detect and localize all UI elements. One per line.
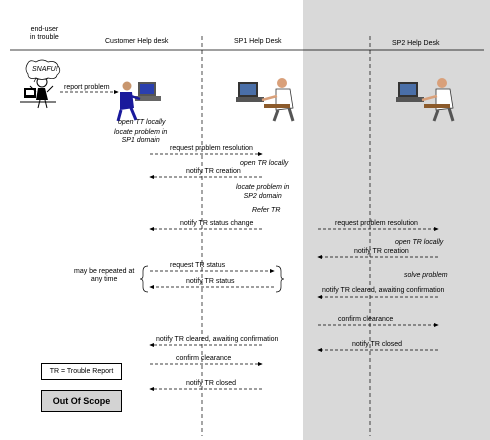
msg-m5: notify TR creation (354, 248, 409, 255)
msg-m10: notify TR closed (352, 341, 403, 348)
msg-m2: notify TR creation (186, 168, 241, 175)
msg-m4: request problem resolution (335, 220, 418, 227)
right-brace (275, 265, 285, 293)
msg-m9: confirm clearance (338, 316, 394, 323)
out-of-scope-region (303, 0, 490, 440)
msg-m12: confirm clearance (176, 355, 232, 362)
msg-m1: request problem resolution (170, 145, 253, 152)
legend-tr: TR = Trouble Report (41, 363, 122, 380)
msg-m11: notify TR cleared, awaiting confirmation (156, 336, 279, 343)
note-refer-tr: Refer TR (252, 207, 281, 214)
header-sp2: SP2 Help Desk (392, 40, 440, 47)
note-locate-sp1: locate problem in SP1 domain (114, 129, 168, 144)
sp1-agent-icon (236, 78, 295, 122)
msg-m6: request TR status (170, 262, 226, 269)
msg-report-problem: report problem (64, 84, 110, 91)
header-end-user: end-user in trouble (30, 26, 59, 41)
msg-m3: notify TR status change (180, 220, 254, 227)
note-open-tt: open TT locally (118, 119, 166, 126)
note-repeat: may be repeated at any time (74, 268, 135, 283)
msg-m8: notify TR cleared, awaiting confirmation (322, 287, 445, 294)
speech-bubble (25, 59, 61, 80)
note-open-tr-sp2: open TR locally (395, 239, 444, 246)
msg-m7: notify TR status (186, 278, 235, 285)
note-locate-sp2: locate problem in SP2 domain (236, 184, 290, 201)
bubble-text: SNAFU! (32, 66, 58, 73)
sp2-agent-icon (396, 78, 455, 122)
left-brace (139, 265, 149, 293)
note-open-tr-sp1: open TR locally (240, 160, 289, 167)
msg-m13: notify TR closed (186, 380, 237, 387)
header-sp1: SP1 Help Desk (234, 38, 282, 45)
customer-agent-icon (116, 81, 161, 122)
header-customer: Customer Help desk (105, 38, 169, 45)
note-solve: solve problem (404, 272, 448, 279)
out-of-scope-key: Out Of Scope (41, 390, 122, 412)
